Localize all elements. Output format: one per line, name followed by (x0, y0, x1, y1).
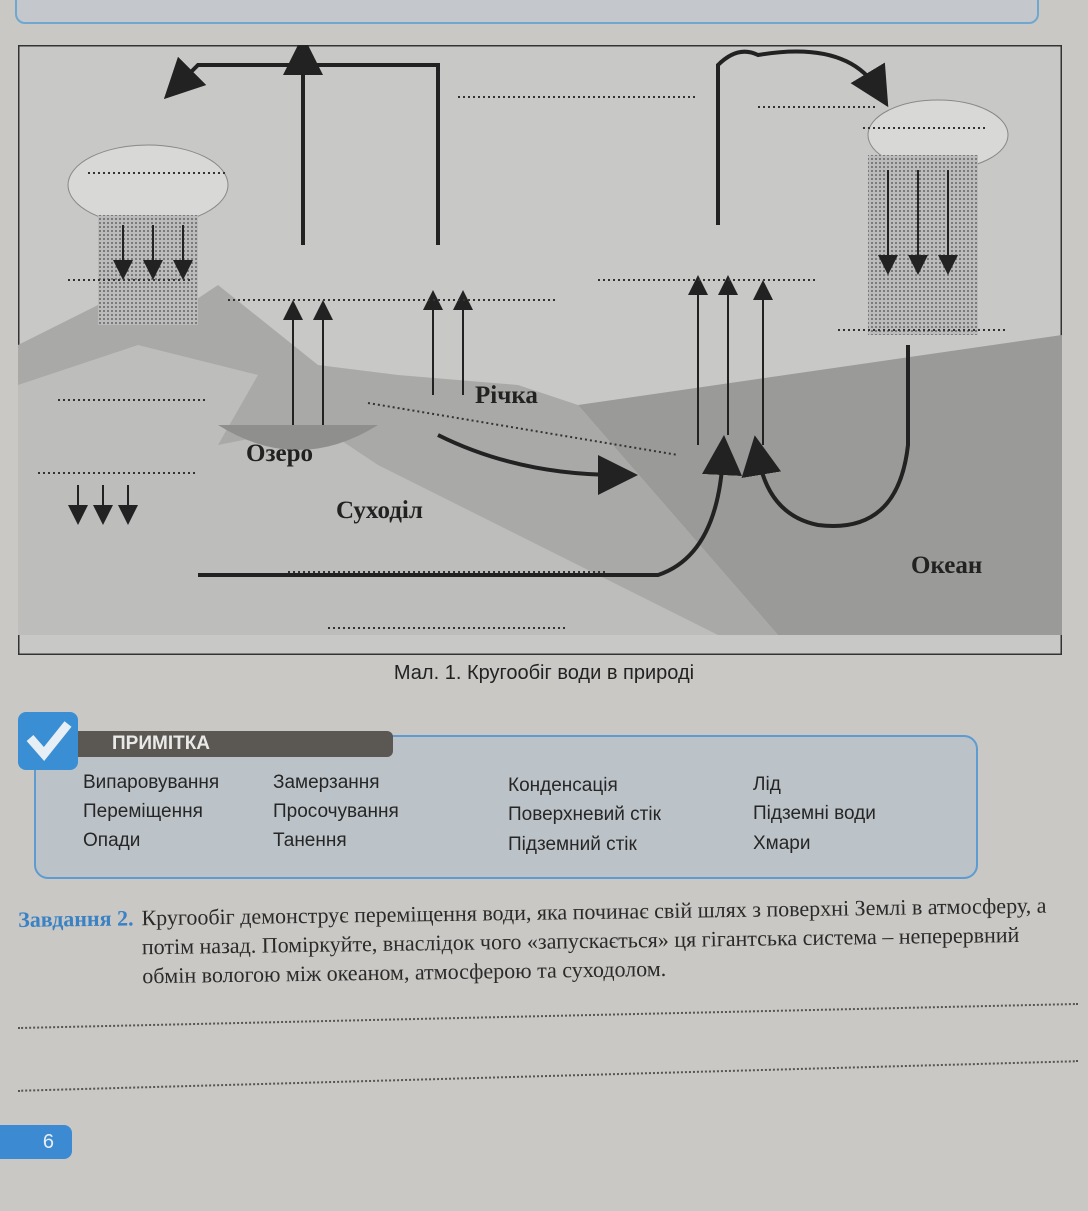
term: Лід (753, 774, 781, 795)
term: Поверхневий стік (508, 804, 661, 825)
note-box (34, 735, 978, 879)
note-title: ПРИМІТКА (78, 731, 393, 757)
answer-line[interactable] (18, 1002, 1078, 1030)
answer-line[interactable] (18, 1060, 1078, 1092)
water-cycle-illustration (16, 35, 1064, 657)
term: Хмари (753, 833, 811, 854)
previous-section-frame (15, 0, 1039, 24)
task-text: Кругообіг демонструє переміщення води, я… (141, 892, 1047, 989)
task-label: Завдання (18, 905, 112, 932)
label-land: Суходіл (336, 497, 423, 524)
label-ocean: Океан (911, 552, 983, 579)
checkmark-icon (18, 712, 78, 770)
term: Підземні води (753, 803, 876, 824)
term: Просочування (273, 801, 399, 822)
page-number: 6 (0, 1125, 72, 1159)
task-2: Завдання 2. Кругообіг демонструє переміщ… (18, 890, 1079, 992)
term: Переміщення (83, 801, 203, 822)
term: Конденсація (508, 775, 618, 796)
term: Замерзання (273, 772, 380, 793)
term: Підземний стік (508, 834, 637, 855)
term: Випаровування (83, 772, 220, 793)
water-cycle-diagram: Річка Озеро Суходіл Океан (16, 35, 1064, 657)
figure-caption: Мал. 1. Кругообіг води в природі (393, 662, 695, 684)
label-lake: Озеро (246, 440, 313, 467)
label-river: Річка (475, 382, 538, 409)
task-heading: Завдання 2. (18, 903, 134, 934)
task-number: 2. (116, 905, 134, 931)
term: Опади (83, 830, 141, 851)
term: Танення (273, 830, 347, 851)
